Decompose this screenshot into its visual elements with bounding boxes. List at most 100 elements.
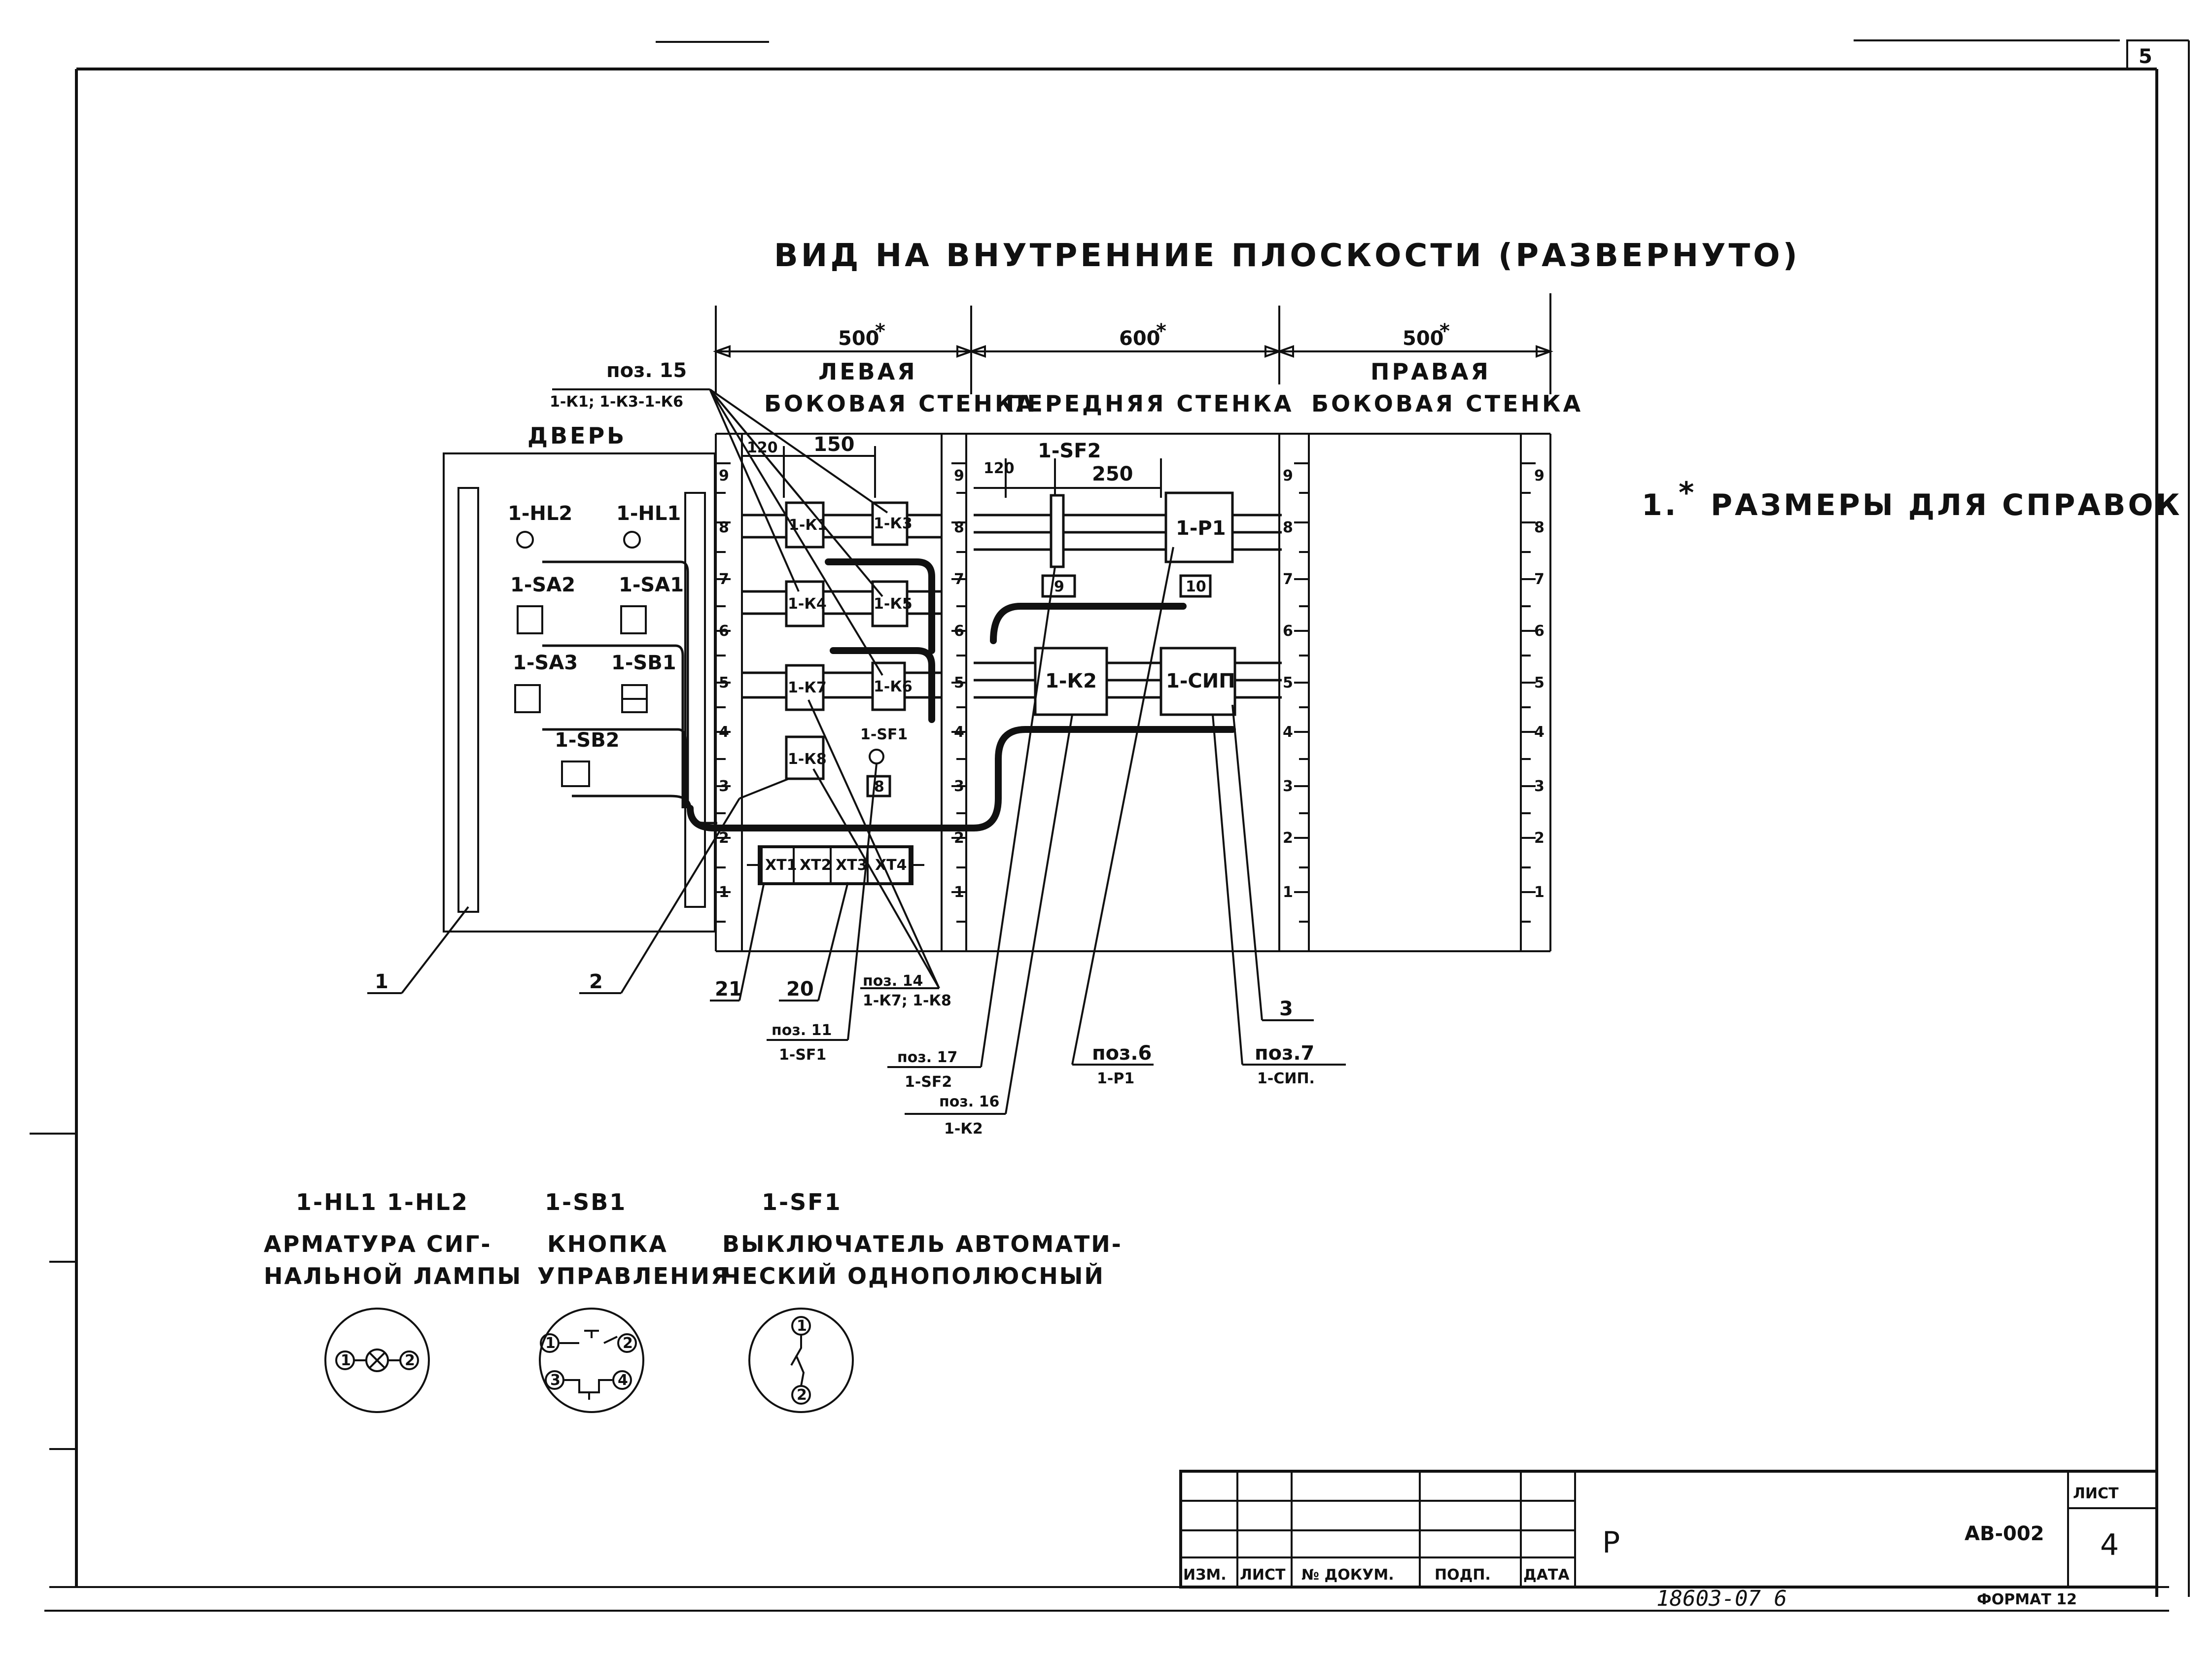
tick-l-2: 2: [719, 830, 729, 847]
tick-r-3: 3: [1283, 778, 1293, 795]
relay-p1-label: 1-Р1: [1176, 517, 1226, 540]
tb-stage: Р: [1602, 1525, 1620, 1560]
btn-pin-4: 4: [618, 1372, 628, 1389]
btn-pin-2: 2: [623, 1335, 633, 1352]
relay-k8: [785, 735, 825, 780]
top-sheet-number: 5: [2139, 45, 2152, 68]
tick-l-6: 6: [719, 622, 729, 640]
dim-120-front: 120: [983, 460, 1015, 477]
callout-3: 3: [1279, 998, 1293, 1020]
tick-rr-1: 1: [1534, 884, 1545, 901]
tb-data: ДАТА: [1523, 1566, 1570, 1584]
note-text: РАЗМЕРЫ ДЛЯ СПРАВОК: [1711, 488, 2182, 522]
front-wall-panel: [966, 433, 1310, 952]
tick-lr-3: 3: [954, 778, 964, 795]
dim-star-right: *: [1440, 320, 1450, 343]
inventory-number: 18603-07 6: [1656, 1586, 1787, 1611]
tick-lr-7: 7: [954, 571, 964, 588]
tb-code: АВ-002: [1965, 1522, 2044, 1545]
tick-rr-2: 2: [1534, 830, 1545, 847]
lamp-pin-2: 2: [405, 1352, 415, 1369]
note-number: 1.: [1642, 488, 1679, 522]
tick-l-5: 5: [719, 674, 729, 691]
callout-poz6-top: поз.6: [1092, 1042, 1152, 1065]
left-wall-wiring: [742, 514, 942, 699]
tick-l-8: 8: [719, 519, 729, 536]
tick-r-6: 6: [1283, 622, 1293, 640]
tick-lr-4: 4: [954, 724, 964, 741]
left-wall-bundle-1: [825, 558, 935, 654]
power-sip: [1159, 647, 1236, 716]
relay-k3: [871, 501, 909, 546]
tag-10: [1179, 574, 1212, 598]
left-wall-bundle-2: [830, 647, 935, 723]
legend-b-desc-2: УПРАВЛЕНИЯ: [537, 1263, 730, 1289]
breaker-symbol-icon: [748, 1308, 854, 1413]
tick-r-5: 5: [1283, 674, 1293, 691]
drawing-title: ВИД НА ВНУТРЕННИЕ ПЛОСКОСТИ (РАЗВЕРНУТО): [774, 238, 1800, 274]
terminal-xt3: ХТ3: [836, 857, 867, 874]
tb-ndoc: № ДОКУМ.: [1301, 1566, 1394, 1584]
tick-lr-2: 2: [954, 830, 964, 847]
callout-1: 1: [375, 970, 388, 993]
dim-150: 150: [813, 433, 855, 456]
tick-rr-3: 3: [1534, 778, 1545, 795]
door-wire-3: [542, 728, 687, 808]
tag-8-label: 8: [874, 778, 884, 795]
door-wire-1: [542, 560, 689, 808]
tick-r-9: 9: [1283, 467, 1293, 484]
dim-left-500: 500: [838, 327, 879, 350]
legend-c-desc-2: ЧЕСКИЙ ОДНОПОЛЮСНЫЙ: [722, 1263, 1105, 1289]
label-sb2: 1-SB2: [555, 729, 620, 752]
tag-8: [866, 775, 891, 797]
button-sb2-icon: [561, 760, 590, 787]
tick-rr-7: 7: [1534, 571, 1545, 588]
callout-poz7-bottom: 1-СИП.: [1257, 1070, 1315, 1087]
relay-k8-label: 1-К8: [788, 751, 827, 768]
tick-rr-4: 4: [1534, 724, 1545, 741]
tick-rr-9: 9: [1534, 467, 1545, 484]
legend-a-desc-1: АРМАТУРА СИГ-: [264, 1231, 492, 1257]
relay-k7: [785, 664, 825, 711]
callout-poz11-top: поз. 11: [772, 1022, 832, 1039]
relay-k4: [785, 580, 825, 627]
relay-k7-label: 1-К7: [788, 679, 827, 696]
note-star: *: [1679, 476, 1696, 510]
tb-izm: ИЗМ.: [1183, 1566, 1227, 1584]
switch-sa3-icon: [514, 684, 541, 713]
tb-list: ЛИСТ: [1240, 1566, 1286, 1584]
sheet-frame: [30, 39, 2190, 1612]
tick-r-8: 8: [1283, 519, 1293, 536]
leader-lines: [367, 388, 1346, 1115]
tick-l-9: 9: [719, 467, 729, 484]
tick-r-4: 4: [1283, 724, 1293, 741]
callout-poz16-bottom: 1-К2: [944, 1120, 983, 1138]
tag-10-label: 10: [1186, 578, 1206, 595]
callout-poz6-bottom: 1-Р1: [1097, 1070, 1134, 1087]
label-hl1: 1-HL1: [616, 502, 681, 525]
btn-pin-3: 3: [550, 1372, 561, 1389]
relay-k3-label: 1-К3: [874, 515, 913, 532]
wall-left-label-1: ЛЕВАЯ: [818, 358, 917, 385]
right-wall-panel: [1279, 433, 1551, 952]
label-hl2: 1-HL2: [508, 502, 572, 525]
breaker-sf2: [1050, 494, 1065, 568]
switch-sa2-icon: [517, 605, 543, 634]
relay-k6: [871, 661, 906, 711]
label-sb1: 1-SB1: [611, 652, 676, 674]
dim-star-left: *: [875, 320, 885, 343]
tick-lr-9: 9: [954, 467, 964, 484]
right-wall-ruler-ticks: [1294, 462, 1536, 923]
relay-k6-label: 1-К6: [874, 678, 913, 695]
dim-star-front: *: [1156, 320, 1166, 343]
tick-lr-8: 8: [954, 519, 964, 536]
door-panel: [443, 452, 716, 933]
door-label: ДВЕРЬ: [527, 422, 627, 449]
tick-rr-6: 6: [1534, 622, 1545, 640]
lamp-symbol-icon: [324, 1308, 430, 1413]
label-sa2: 1-SA2: [510, 574, 575, 596]
door-wire-2: [542, 644, 684, 808]
callout-2: 2: [589, 970, 603, 993]
left-wall-panel: [715, 433, 967, 952]
left-wall-ruler-ticks: [716, 462, 966, 923]
